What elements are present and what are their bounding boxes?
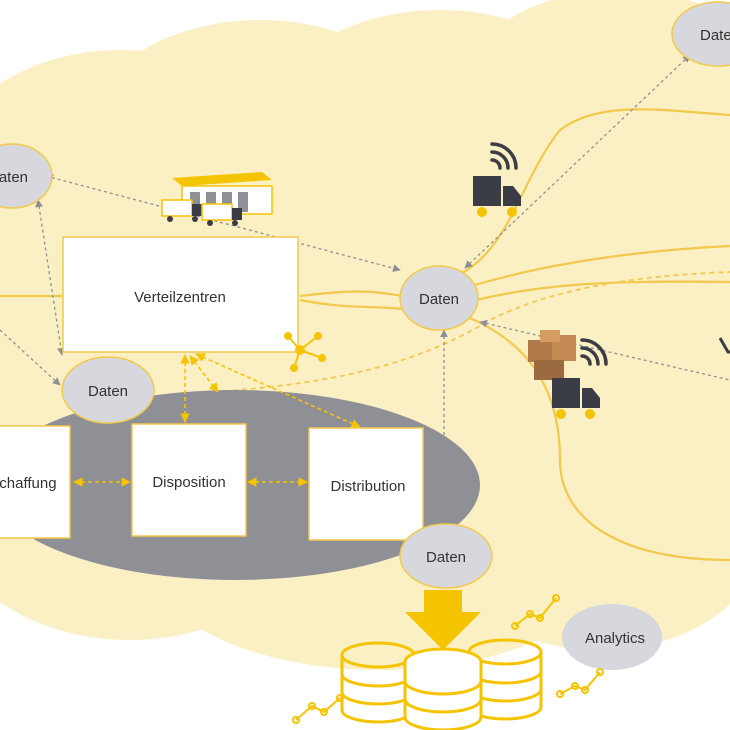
daten-node-mid-left: Daten <box>61 356 155 424</box>
wifi-signal-icon <box>490 142 518 170</box>
yellow-process-arrows <box>73 353 361 487</box>
wifi-signal-icon <box>580 338 608 366</box>
connected-truck-icon <box>473 142 521 217</box>
daten-node-center: Daten <box>399 265 479 331</box>
verteilzentren-box: Verteilzentren <box>62 236 299 353</box>
connected-truck-icon <box>552 338 608 419</box>
partial-edge-icon <box>718 337 730 354</box>
disposition-box: Disposition <box>131 423 247 537</box>
parcel-stack-icon <box>528 330 576 380</box>
network-node-icon <box>284 332 326 372</box>
daten-node-bottom: Daten <box>399 523 493 589</box>
analytics-label: Analytics <box>585 630 645 647</box>
distribution-box: Distribution <box>308 427 424 541</box>
truck-icon <box>161 199 202 222</box>
daten-label: Daten <box>700 27 730 44</box>
daten-label: Daten <box>419 291 459 308</box>
beschaffung-label: Beschaffung <box>0 475 57 492</box>
verteilzentren-label: Verteilzentren <box>134 289 226 306</box>
daten-label: Daten <box>0 169 28 186</box>
daten-label: Daten <box>426 549 466 566</box>
trend-line-icon <box>292 594 604 724</box>
arrow-down-icon <box>405 590 481 650</box>
daten-label: Daten <box>88 383 128 400</box>
daten-node-left: Daten <box>0 143 53 209</box>
warehouse-icon <box>161 172 273 226</box>
analytics-node: Analytics <box>562 604 662 670</box>
truck-icon <box>201 203 242 226</box>
disposition-label: Disposition <box>152 474 225 491</box>
daten-node-top-right: Daten <box>671 1 730 67</box>
dashed-flow-line <box>214 271 730 393</box>
distribution-label: Distribution <box>330 478 405 495</box>
beschaffung-box: Beschaffung <box>0 425 71 539</box>
database-icon <box>340 638 543 730</box>
